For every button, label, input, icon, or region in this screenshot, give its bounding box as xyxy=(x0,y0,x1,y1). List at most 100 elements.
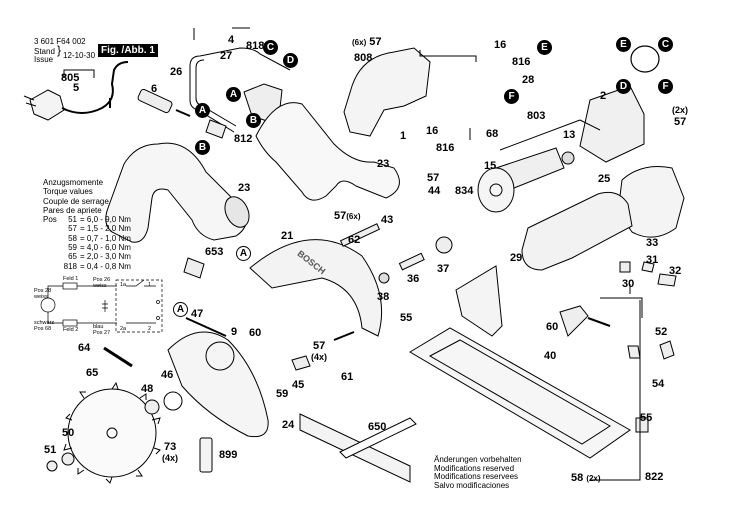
note-en: Modifications reserved xyxy=(434,463,515,473)
wiring-terminal-1: 1 xyxy=(148,282,152,288)
depth-bracket-drawing xyxy=(455,265,503,337)
part-label: 26 xyxy=(170,66,183,78)
part-label: 44 xyxy=(428,185,441,197)
motor-body-drawing xyxy=(521,191,633,271)
motor-housing-drawing xyxy=(343,47,431,137)
torque-title-de: Anzugsmomente xyxy=(43,178,104,187)
callout-a-outline: A xyxy=(173,302,188,317)
part-label: 650 xyxy=(368,421,387,433)
part-label: 60 xyxy=(249,327,262,339)
part-label: 54 xyxy=(652,378,665,390)
grease-tube-drawing xyxy=(199,437,213,473)
part-label: 48 xyxy=(141,383,154,395)
part-label: 57 xyxy=(674,116,687,128)
part-label: 60 xyxy=(546,321,559,333)
stand-label: Stand xyxy=(34,47,55,56)
part-label: 27 xyxy=(220,50,233,62)
part-label: 59 xyxy=(276,388,289,400)
callout-f: F xyxy=(504,89,519,104)
part-label: 29 xyxy=(510,252,523,264)
callout-d: D xyxy=(616,79,631,94)
part-label: 38 xyxy=(377,291,390,303)
blade-guard-drawing xyxy=(249,239,383,337)
part-label: 55 xyxy=(640,412,653,424)
part-label: 822 xyxy=(645,471,664,483)
note-de: Änderungen vorbehalten xyxy=(434,455,522,464)
part-label: 52 xyxy=(655,326,668,338)
callout-b: B xyxy=(195,140,210,155)
part-label: 2 xyxy=(600,90,607,102)
callout-a: A xyxy=(195,103,210,118)
wiring-pos27: blau Pos 27 xyxy=(93,324,111,336)
part-label: 62 xyxy=(348,234,361,246)
part-label: 30 xyxy=(622,278,635,290)
stator-drawing xyxy=(579,85,645,163)
callout-c: C xyxy=(263,40,278,55)
part-label: 32 xyxy=(669,265,682,277)
torque-values-table: Anzugsmomente Torque values Couple de se… xyxy=(43,178,131,271)
callout-e: E xyxy=(616,37,631,52)
issue-date: 12-10-30 xyxy=(63,51,96,60)
wiring-feld1: Feld 1 xyxy=(63,276,79,282)
wiring-feld2: Feld 2 xyxy=(63,327,79,333)
part-label: 57(6x) xyxy=(334,210,361,222)
part-label: 812 xyxy=(234,133,253,145)
wiring-pos28: Pos 28 weiss xyxy=(34,288,52,300)
armature-drawing xyxy=(477,147,575,213)
part-label: 24 xyxy=(282,419,295,431)
callout-b: B xyxy=(246,113,261,128)
callout-e: E xyxy=(537,40,552,55)
wiring-terminal-2: 2 xyxy=(148,326,152,332)
wiring-terminal-2a: 2a xyxy=(120,326,127,332)
part-label: 818 xyxy=(246,40,265,52)
part-label: 5 xyxy=(73,82,80,94)
torque-row: 57= 1,5 - 2,0 Nm xyxy=(68,224,131,234)
part-label: 805 xyxy=(61,72,80,84)
callout-f: F xyxy=(658,79,673,94)
part-label: 50 xyxy=(62,427,75,439)
torque-row: 59= 4,0 - 6,0 Nm xyxy=(68,243,131,253)
part-label: (6x) 57 xyxy=(352,36,382,48)
power-plug-drawing xyxy=(23,61,191,121)
part-label: 13 xyxy=(563,129,576,141)
part-label: 28 xyxy=(522,74,535,86)
handle-half-drawing xyxy=(255,102,400,201)
callout-c: C xyxy=(658,37,673,52)
part-label: 46 xyxy=(161,369,174,381)
callout-a: A xyxy=(226,87,241,102)
part-label: 68 xyxy=(486,128,499,140)
torque-row: 65= 2,0 - 3,0 Nm xyxy=(68,252,131,262)
torque-title-en: Torque values xyxy=(43,187,93,197)
part-label: (4x) xyxy=(311,352,328,362)
part-label: 1 xyxy=(400,130,407,142)
note-es: Salvo modificaciones xyxy=(434,480,510,490)
part-label: 65 xyxy=(86,367,99,379)
wiring-pos26: Pos 26 weiss xyxy=(93,277,111,289)
lower-guard-drawing xyxy=(167,331,269,438)
part-label: (4x) xyxy=(162,453,179,463)
wiring-schematic xyxy=(40,279,163,333)
part-label: 899 xyxy=(219,449,238,461)
part-label: 37 xyxy=(437,263,450,275)
torque-title-es: Pares de apriete xyxy=(43,205,102,215)
motor-cap-drawing xyxy=(617,166,685,238)
part-label: 58 (2x) xyxy=(571,472,601,484)
figure-title: Fig. /Abb. 1 xyxy=(98,44,158,57)
part-label: 73 xyxy=(164,441,177,453)
part-label: 23 xyxy=(238,182,251,194)
part-label: 816 xyxy=(512,56,531,68)
part-label: 9 xyxy=(231,326,238,338)
part-number: 3 601 F64 002 xyxy=(34,37,86,46)
part-label: 803 xyxy=(527,110,546,122)
part-label: 816 xyxy=(436,142,455,154)
callout-d: D xyxy=(283,53,298,68)
part-label: 64 xyxy=(78,342,91,354)
base-plate-drawing xyxy=(409,327,631,459)
part-label: 15 xyxy=(484,160,497,172)
callout-a-outline: A xyxy=(236,246,251,261)
part-label: 33 xyxy=(646,237,659,249)
part-label: 31 xyxy=(646,254,659,266)
part-label: 16 xyxy=(494,39,507,51)
note-fr: Modifications reservees xyxy=(434,472,519,482)
